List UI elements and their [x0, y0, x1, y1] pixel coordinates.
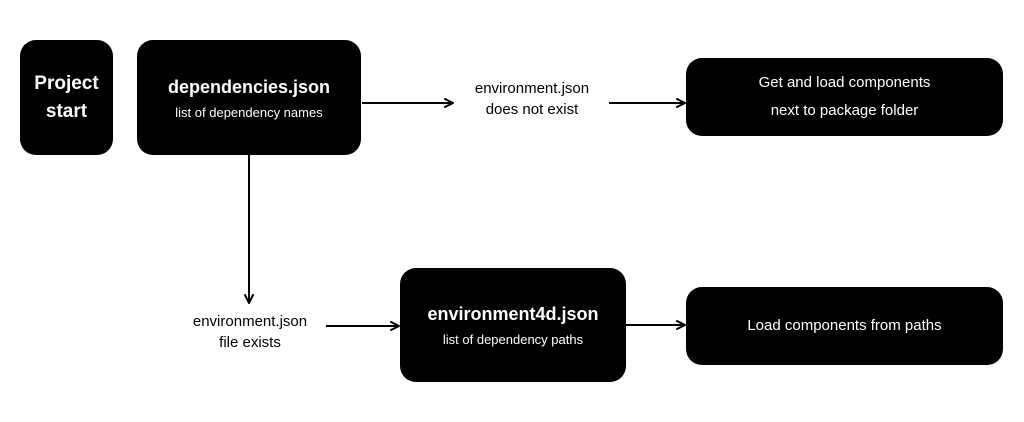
- node-load-line1: Load components from paths: [747, 317, 942, 334]
- node-dependencies-subtitle: list of dependency names: [175, 104, 323, 120]
- node-project-start-line2: start: [45, 100, 88, 122]
- node-environment4d-json: environment4d.json list of dependency pa…: [400, 268, 626, 382]
- edge-label-environment-not-exist: environment.json does not exist: [452, 78, 612, 120]
- edge-label-not-exist-line2: does not exist: [485, 101, 579, 118]
- node-dependencies-title: dependencies.json: [167, 76, 331, 97]
- node-project-start: Project start: [20, 40, 113, 155]
- edge-label-not-exist-line1: environment.json: [474, 80, 590, 97]
- node-environment4d-subtitle: list of dependency paths: [442, 332, 584, 347]
- node-get-and-load-line2: next to package folder: [770, 102, 919, 119]
- node-get-and-load-line1: Get and load components: [758, 74, 931, 91]
- edge-label-exists-line2: file exists: [219, 334, 281, 351]
- node-load-components-from-paths: Load components from paths: [686, 287, 1003, 365]
- node-get-and-load-components: Get and load components next to package …: [686, 58, 1003, 136]
- node-project-start-line1: Project: [34, 72, 99, 94]
- edge-label-exists-line1: environment.json: [192, 313, 308, 330]
- node-dependencies-json: dependencies.json list of dependency nam…: [137, 40, 361, 155]
- edge-label-environment-exists: environment.json file exists: [172, 311, 328, 353]
- node-environment4d-title: environment4d.json: [427, 304, 599, 324]
